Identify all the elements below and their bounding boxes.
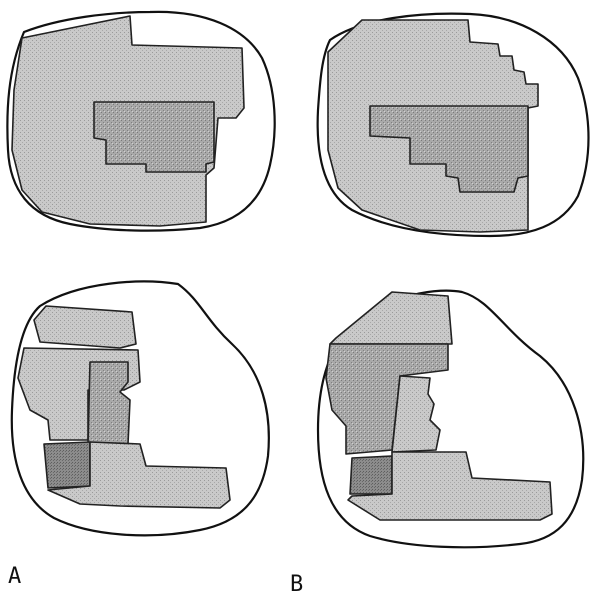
tooth-b-lower-dark-corner [350,456,392,494]
panel-label-a: A [8,566,21,588]
tooth-b-lower-top-cap [330,292,452,344]
tooth-a-lower-dark-corner [44,442,90,488]
tooth-b-lower [318,291,583,548]
tooth-a-lower [12,282,269,536]
tooth-b-lower-inner-block [392,376,440,452]
tooth-a-lower-inner-block [88,362,130,444]
tooth-a-upper-inner-region [94,102,214,172]
tooth-b-upper [318,14,589,236]
tooth-a-upper [7,12,274,231]
tooth-a-lower-top-cap [34,306,136,348]
panel-label-b: B [290,574,303,596]
